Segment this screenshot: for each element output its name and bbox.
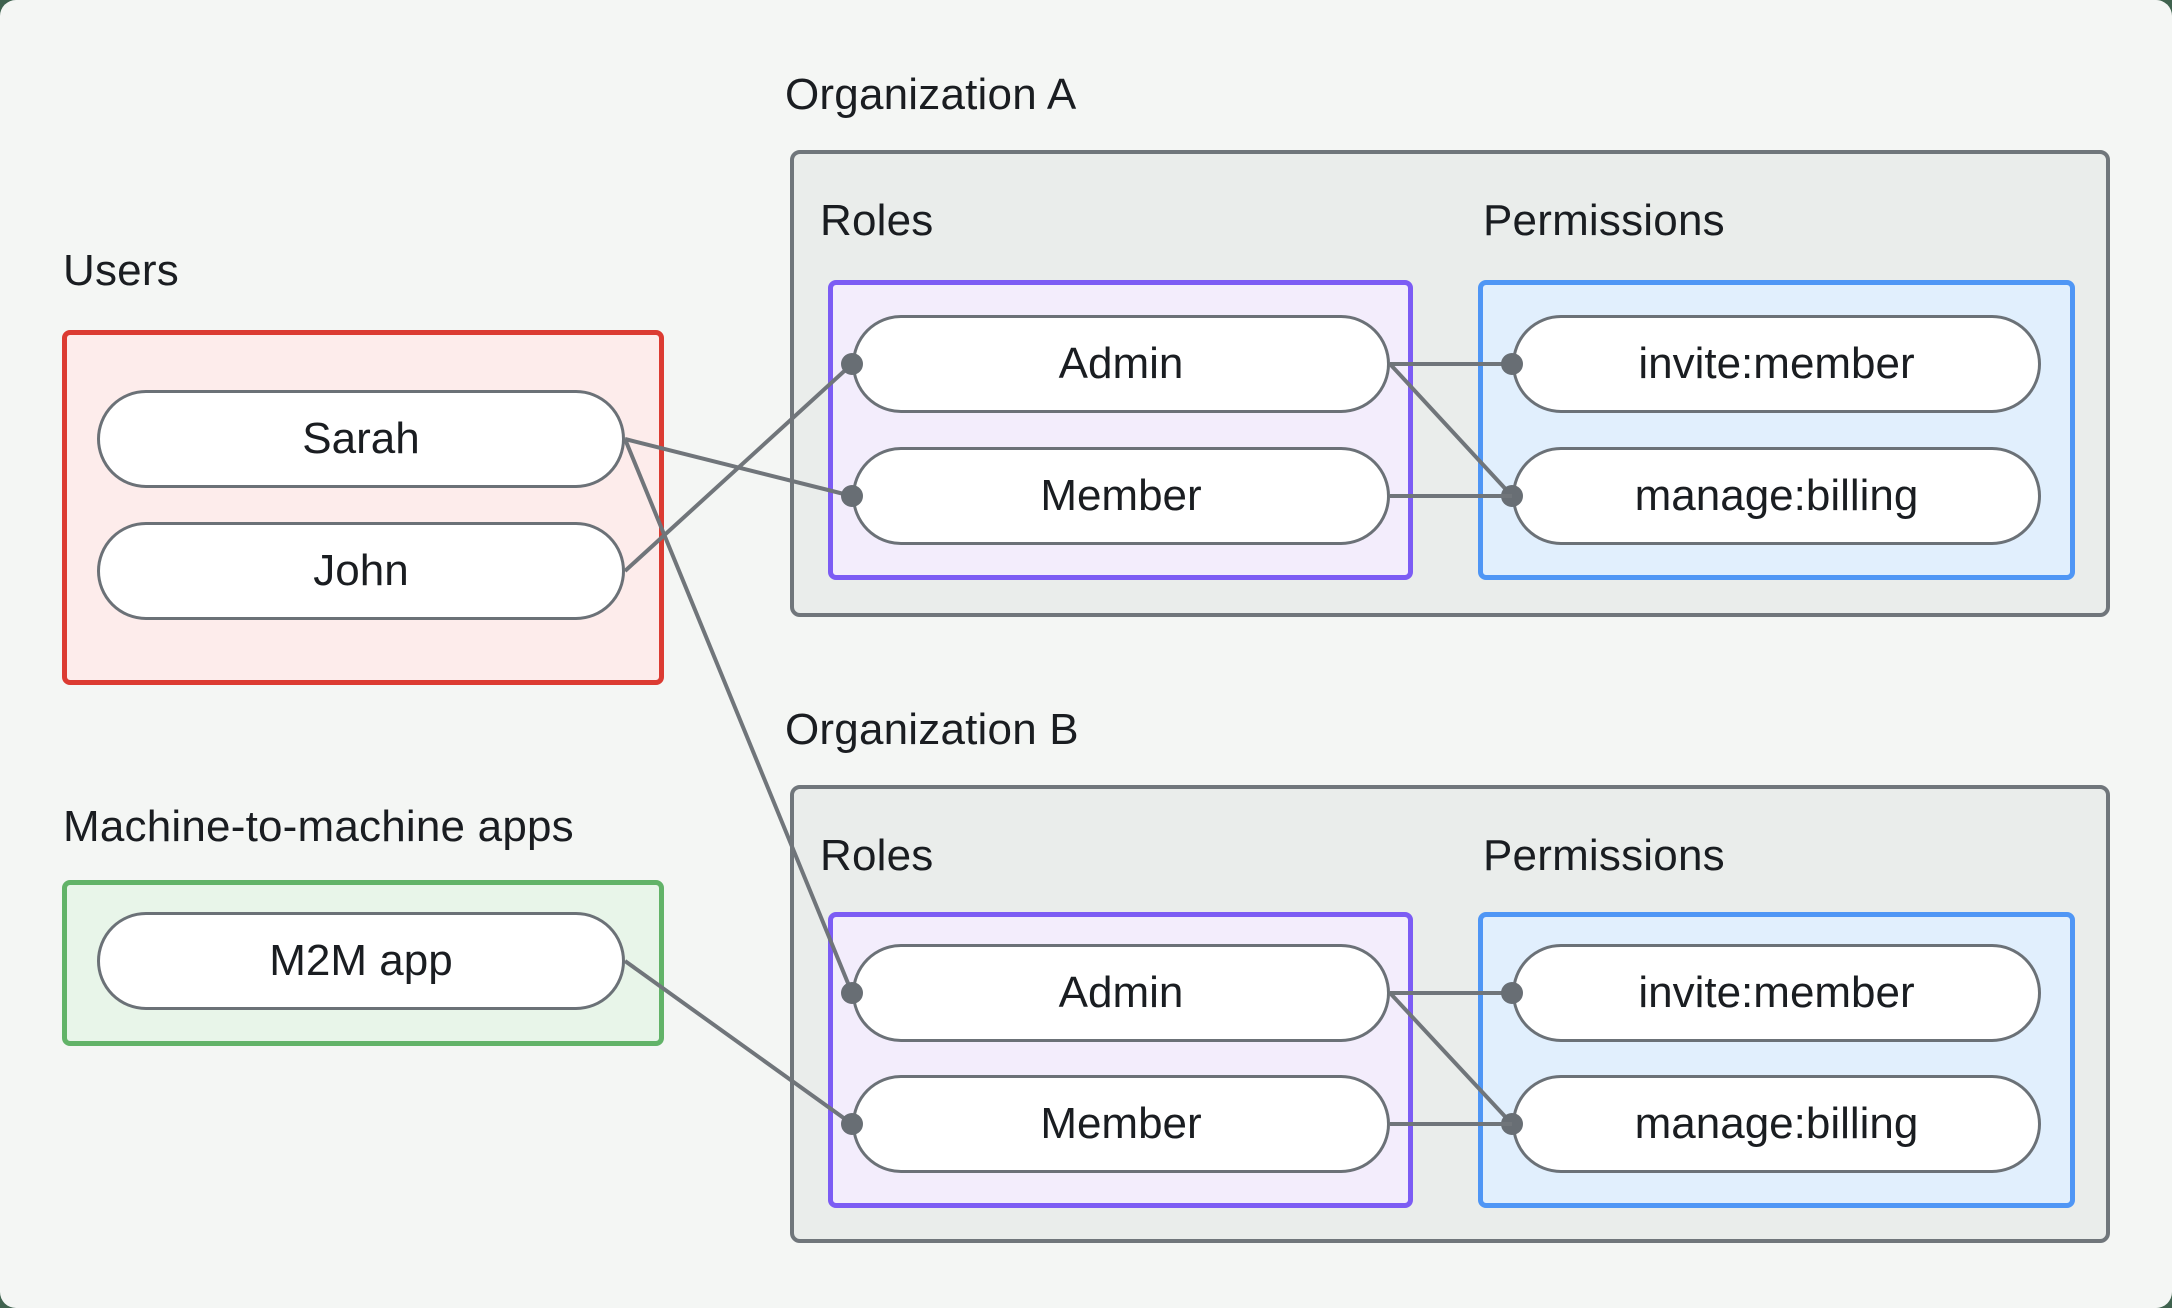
m2m-section-label: Machine-to-machine apps <box>63 802 574 851</box>
org-a-role-admin: Admin <box>852 315 1390 413</box>
users-section-label: Users <box>63 246 179 295</box>
org-b-permission-invite-member: invite:member <box>1512 944 2041 1042</box>
org-b-permissions-label: Permissions <box>1483 831 1725 880</box>
org-b-role-admin: Admin <box>852 944 1390 1042</box>
org-b-role-member: Member <box>852 1075 1390 1173</box>
org-a-permission-invite-member: invite:member <box>1512 315 2041 413</box>
org-a-title: Organization A <box>785 70 1077 119</box>
org-a-roles-label: Roles <box>820 196 934 245</box>
org-b-permission-manage-billing: manage:billing <box>1512 1075 2041 1173</box>
m2m-app-node: M2M app <box>97 912 625 1010</box>
org-a-role-member: Member <box>852 447 1390 545</box>
users-group-box <box>62 330 664 685</box>
org-b-roles-label: Roles <box>820 831 934 880</box>
user-node-john: John <box>97 522 625 620</box>
user-node-sarah: Sarah <box>97 390 625 488</box>
org-a-permissions-label: Permissions <box>1483 196 1725 245</box>
org-b-title: Organization B <box>785 705 1079 754</box>
org-a-permission-manage-billing: manage:billing <box>1512 447 2041 545</box>
